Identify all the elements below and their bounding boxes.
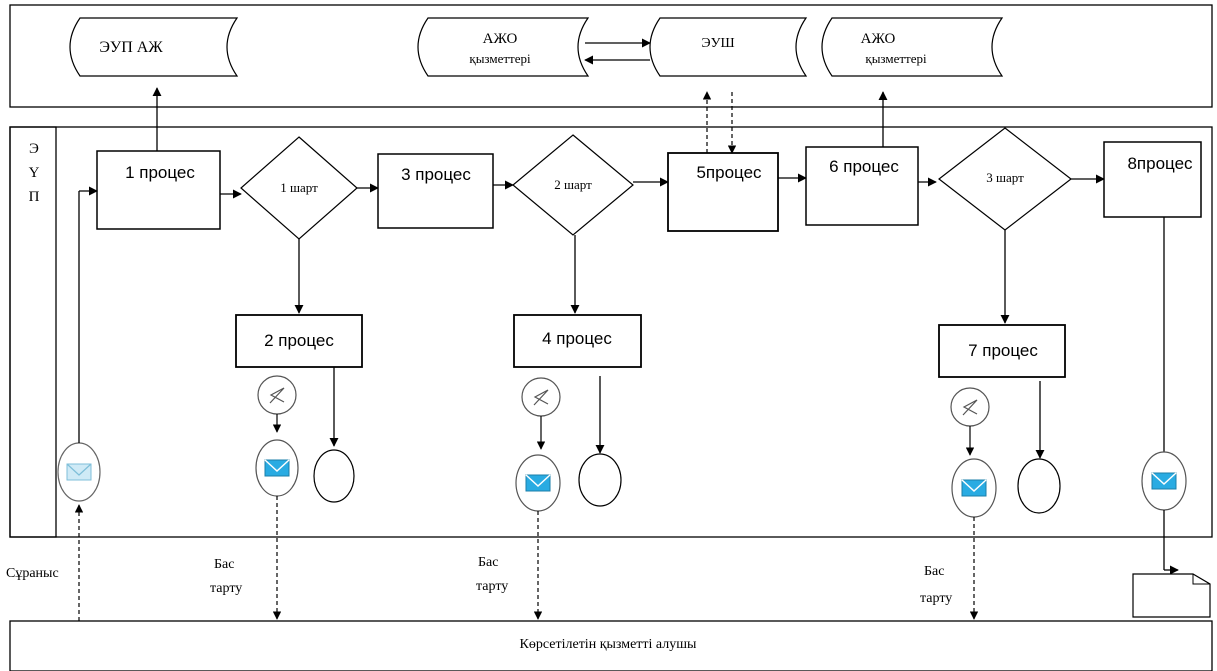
- refusal-2-line2: тарту: [476, 579, 508, 594]
- process-3-box: [377, 153, 494, 229]
- recipient-lane-label: Көрсетілетін қызметті алушы: [520, 637, 697, 652]
- condition-2-label: 2 шарт: [554, 177, 592, 192]
- refusal-1-line2: тарту: [210, 581, 242, 596]
- process-4-label: 4 процес: [542, 329, 612, 348]
- storage-eush: ЭУШ: [649, 17, 808, 77]
- process-8-label: 8процес: [1127, 154, 1193, 173]
- refusal-2-line1: Бас: [478, 555, 498, 570]
- recipient-lane: [9, 620, 1213, 671]
- azho-2-line2: қызметтері: [865, 51, 927, 66]
- refusal-3-line2: тарту: [920, 591, 952, 606]
- eup-lane-header: [9, 126, 57, 538]
- envelope-icon-4: [525, 474, 551, 492]
- result-document: [1132, 573, 1211, 618]
- process-8-box: [1103, 141, 1202, 218]
- condition-1-label: 1 шарт: [280, 180, 318, 195]
- process-1-label: 1 процес: [125, 163, 195, 182]
- storage-azho-services-1: АЖО қызметтері: [417, 17, 590, 77]
- request-label: Сұраныс: [6, 566, 59, 581]
- lane-label-1: Э: [29, 141, 39, 157]
- refusal-1-line1: Бас: [214, 557, 234, 572]
- process-3-label: 3 процес: [401, 165, 471, 184]
- condition-3-label: 3 шарт: [986, 170, 1024, 185]
- azho-1-line2: қызметтері: [469, 51, 531, 66]
- lane-label-2: Ү: [29, 165, 40, 181]
- storage-eup-azh-label: ЭУП АЖ: [99, 39, 163, 56]
- storage-azho-services-2: АЖО қызметтері: [821, 17, 1004, 77]
- process-6-label: 6 процес: [829, 157, 899, 176]
- process-7-box: [938, 324, 1066, 378]
- end-event-3: [1017, 458, 1061, 514]
- process-2-label: 2 процес: [264, 331, 334, 350]
- refusal-3-line1: Бас: [924, 564, 944, 579]
- process-4-box: [513, 314, 642, 368]
- envelope-icon-7: [961, 479, 987, 497]
- azho-1-line1: АЖО: [483, 31, 518, 47]
- systems-lane: [9, 4, 1213, 108]
- storage-eush-label: ЭУШ: [701, 36, 734, 51]
- process-5-label: 5процес: [696, 163, 762, 182]
- request-envelope-icon: [66, 463, 92, 481]
- envelope-icon-2: [264, 459, 290, 477]
- process-6-box: [805, 146, 919, 226]
- process-5-box: [667, 152, 779, 232]
- end-event-2: [578, 453, 622, 507]
- envelope-icon-8: [1151, 472, 1177, 490]
- azho-2-line1: АЖО: [861, 31, 896, 47]
- end-event-1: [313, 449, 355, 503]
- storage-eup-azh: ЭУП АЖ: [69, 17, 239, 77]
- process-7-label: 7 процес: [968, 341, 1038, 360]
- process-2-box: [235, 314, 363, 368]
- lane-label-3: П: [29, 189, 40, 205]
- condition-2-diamond: [512, 134, 634, 236]
